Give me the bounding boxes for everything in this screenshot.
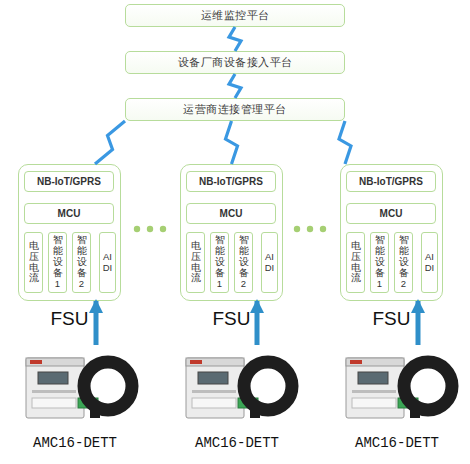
node-label: 智能设备1 xyxy=(52,235,64,290)
fsu-box: FSUNB-IoT/GPRSMCU电压电流智能设备1智能设备2AI DI xyxy=(180,164,283,301)
signal-box: 智能设备1 xyxy=(48,232,67,293)
module-box: NB-IoT/GPRS xyxy=(346,171,436,192)
signal-box: AI DI xyxy=(421,232,438,293)
platform-box: 运营商连接管理平台 xyxy=(125,98,345,121)
node-label: 运营商连接管理平台 xyxy=(183,102,287,117)
wireless-link xyxy=(229,74,241,98)
signal-box: 智能设备2 xyxy=(234,232,253,293)
device-node: AMC16-DETT xyxy=(182,345,292,453)
signal-box: 智能设备1 xyxy=(210,232,229,293)
wireless-link xyxy=(226,121,238,164)
node-label: 智能设备2 xyxy=(238,235,250,290)
node-label: 电压电流 xyxy=(350,241,362,285)
node-label: MCU xyxy=(220,208,243,219)
node-label: 电压电流 xyxy=(190,241,202,285)
node-label: 智能设备1 xyxy=(374,235,386,290)
device-node: AMC16-DETT xyxy=(20,345,130,453)
node-label: 电压电流 xyxy=(28,241,40,285)
node-label: NB-IoT/GPRS xyxy=(37,176,101,187)
node-label: 智能设备1 xyxy=(214,235,226,290)
module-box: MCU xyxy=(346,203,436,224)
platform-box: 设备厂商设备接入平台 xyxy=(125,51,345,74)
node-label: 智能设备2 xyxy=(398,235,410,290)
node-label: AI DI xyxy=(264,252,276,274)
node-label: AMC16-DETT xyxy=(342,435,452,451)
node-label: MCU xyxy=(380,208,403,219)
signal-box: 智能设备2 xyxy=(72,232,91,293)
wireless-link xyxy=(339,121,351,164)
node-label: FSU xyxy=(19,308,120,330)
data-arrow xyxy=(255,301,260,345)
node-label: FSU xyxy=(341,308,442,330)
wireless-link xyxy=(95,121,125,164)
meter-device xyxy=(186,358,292,418)
node-label: FSU xyxy=(181,308,282,330)
node-label: AI DI xyxy=(102,252,114,274)
fsu-box: FSUNB-IoT/GPRSMCU电压电流智能设备1智能设备2AI DI xyxy=(340,164,443,301)
module-box: MCU xyxy=(24,203,114,224)
node-label: 智能设备2 xyxy=(76,235,88,290)
meter-device xyxy=(26,358,132,418)
signal-box: 电压电流 xyxy=(24,232,43,293)
data-arrow xyxy=(416,301,421,345)
module-box: NB-IoT/GPRS xyxy=(186,171,276,192)
meter-device xyxy=(346,358,452,418)
node-label: AI DI xyxy=(424,252,436,274)
signal-box: 电压电流 xyxy=(346,232,365,293)
node-label: 设备厂商设备接入平台 xyxy=(178,55,293,70)
data-arrow xyxy=(94,301,99,345)
node-label: AMC16-DETT xyxy=(182,435,292,451)
signal-box: AI DI xyxy=(261,232,278,293)
node-label: AMC16-DETT xyxy=(20,435,130,451)
node-label: 运维监控平台 xyxy=(201,8,270,23)
signal-box: 电压电流 xyxy=(186,232,205,293)
node-label: NB-IoT/GPRS xyxy=(359,176,423,187)
signal-box: AI DI xyxy=(99,232,116,293)
device-node: AMC16-DETT xyxy=(342,345,452,453)
node-label: MCU xyxy=(58,208,81,219)
signal-box: 智能设备2 xyxy=(394,232,413,293)
platform-box: 运维监控平台 xyxy=(125,4,345,27)
signal-box: 智能设备1 xyxy=(370,232,389,293)
module-box: NB-IoT/GPRS xyxy=(24,171,114,192)
fsu-box: FSUNB-IoT/GPRSMCU电压电流智能设备1智能设备2AI DI xyxy=(18,164,121,301)
wireless-link xyxy=(229,27,241,51)
node-label: NB-IoT/GPRS xyxy=(199,176,263,187)
module-box: MCU xyxy=(186,203,276,224)
